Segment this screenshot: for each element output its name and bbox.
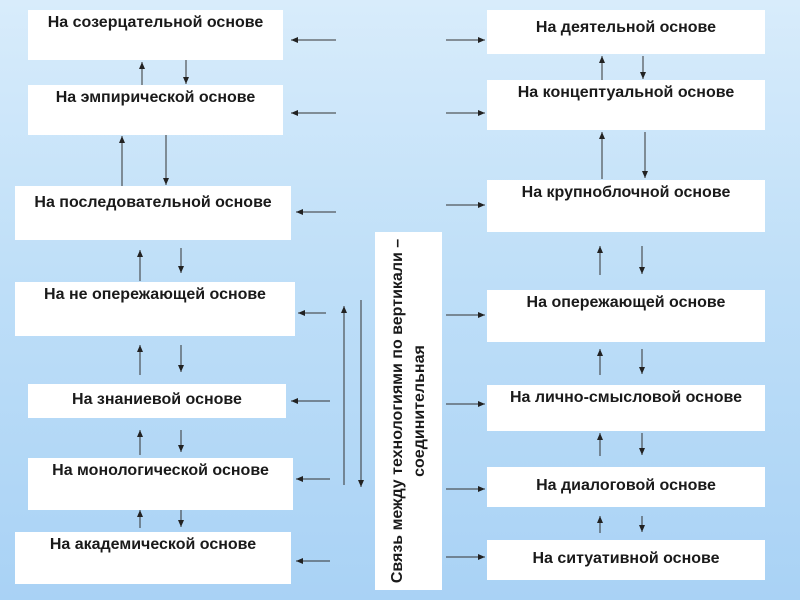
right-box-personal-meaning: На лично-смысловой основе <box>487 385 765 431</box>
left-box-label: На монологической основе <box>52 462 269 479</box>
right-box-advancing: На опережающей основе <box>487 290 765 342</box>
left-box-academic: На академической основе <box>15 532 291 584</box>
left-box-label: На эмпирической основе <box>55 89 256 106</box>
left-box-empirical: На эмпирической основе <box>28 85 283 135</box>
right-box-situational: На ситуативной основе <box>487 540 765 580</box>
left-box-knowledge: На знаниевой основе <box>28 384 286 418</box>
left-box-sequential: На последовательной основе <box>15 186 291 240</box>
right-box-label: На опережающей основе <box>526 294 726 311</box>
left-box-non-advancing: На не опережающей основе <box>15 282 295 336</box>
right-box-label: На диалоговой основе <box>536 477 716 494</box>
right-box-large-block: На крупноблочной основе <box>487 180 765 232</box>
right-box-label: На лично-смысловой основе <box>509 389 743 406</box>
right-box-conceptual: На концептуальной основе <box>487 80 765 130</box>
left-box-label: На не опережающей основе <box>44 286 266 303</box>
right-box-label: На ситуативной основе <box>532 550 720 567</box>
center-connection-box: Связь между технологиями по вертикали – … <box>375 232 442 590</box>
right-box-label: На крупноблочной основе <box>521 184 731 201</box>
left-box-label: На последовательной основе <box>34 194 272 211</box>
right-box-activity: На деятельной основе <box>487 10 765 54</box>
left-box-monologic: На монологической основе <box>28 458 293 510</box>
left-box-label: На созерцательной основе <box>47 14 264 31</box>
left-box-label: На знаниевой основе <box>72 391 242 408</box>
left-box-contemplative: На созерцательной основе <box>28 10 283 60</box>
right-box-label: На деятельной основе <box>535 19 717 36</box>
right-box-label: На концептуальной основе <box>517 84 735 101</box>
left-box-label: На академической основе <box>49 536 257 553</box>
right-box-dialogue: На диалоговой основе <box>487 467 765 507</box>
